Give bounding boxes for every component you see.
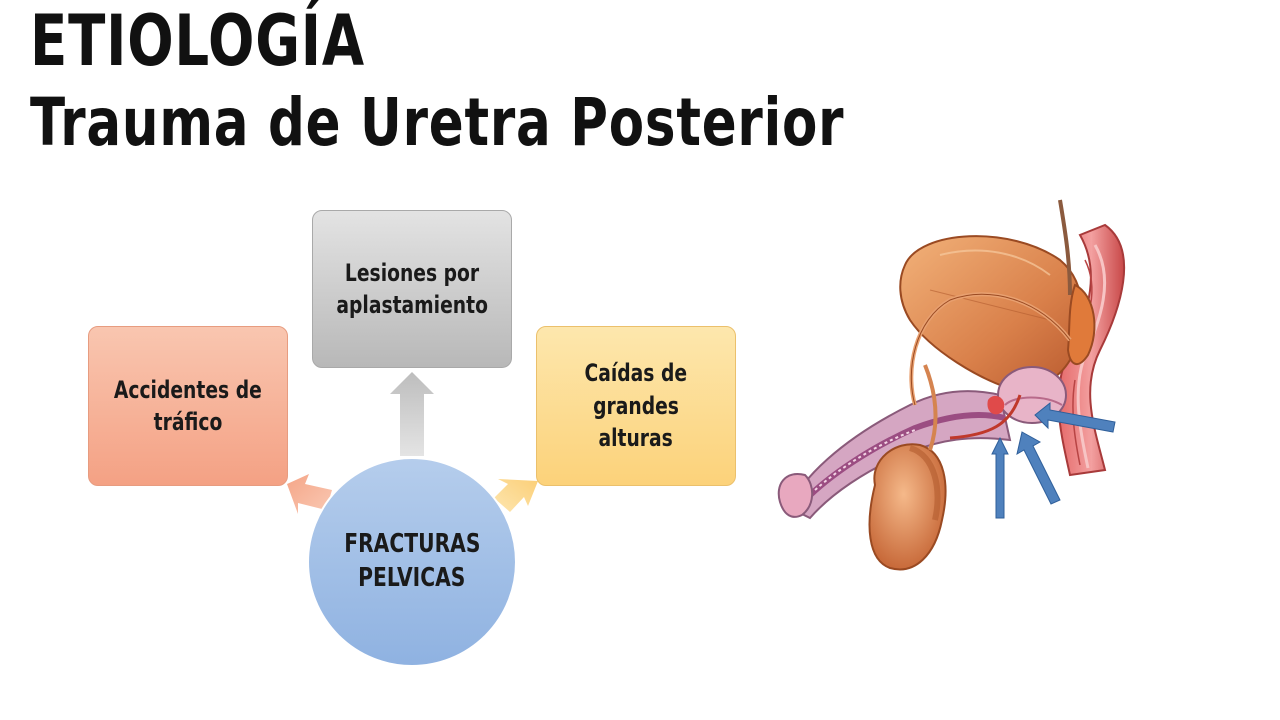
testis bbox=[868, 364, 947, 571]
title-line-trauma: Trauma de Uretra Posterior bbox=[30, 84, 845, 161]
center-line2: PELVICAS bbox=[358, 563, 466, 593]
node-lesiones-line2: aplastamiento bbox=[336, 291, 488, 319]
node-lesiones-line1: Lesiones por bbox=[344, 258, 480, 287]
node-caidas-de-grandes-alturas: Caídas de grandes alturas bbox=[536, 326, 736, 486]
ureter bbox=[1058, 199, 1072, 296]
slide-title: ETIOLOGÍA Trauma de Uretra Posterior bbox=[30, 6, 844, 156]
pointer-arrow-horizontal bbox=[1034, 401, 1116, 433]
male-urogenital-anatomy-illustration bbox=[777, 199, 1126, 571]
node-lesiones-por-aplastamiento: Lesiones por aplastamiento bbox=[312, 210, 512, 368]
pointer-arrow-vertical bbox=[991, 436, 1009, 519]
pointer-arrows bbox=[991, 401, 1116, 519]
arrow-to-caidas bbox=[494, 479, 538, 512]
node-accidentes-line2: tráfico bbox=[153, 408, 223, 436]
node-caidas-line2: grandes bbox=[593, 391, 679, 420]
seminal-vesicle bbox=[1066, 283, 1096, 365]
diagram-arrows bbox=[287, 372, 538, 514]
urethra bbox=[949, 394, 1022, 440]
arrow-to-lesiones bbox=[390, 372, 434, 456]
center-fracturas-pelvicas: FRACTURAS PELVICAS bbox=[307, 457, 517, 667]
arrow-to-accidentes bbox=[287, 474, 332, 514]
node-caidas-line3: alturas bbox=[598, 424, 674, 453]
bladder bbox=[899, 235, 1083, 392]
node-caidas-line1: Caídas de bbox=[584, 359, 688, 388]
title-line-etiologia: ETIOLOGÍA bbox=[30, 0, 365, 82]
node-accidentes-line1: Accidentes de bbox=[114, 375, 262, 404]
pointer-arrow-diagonal bbox=[1016, 431, 1061, 505]
node-accidentes-de-trafico: Accidentes de tráfico bbox=[88, 326, 288, 486]
center-line1: FRACTURAS bbox=[343, 529, 481, 560]
